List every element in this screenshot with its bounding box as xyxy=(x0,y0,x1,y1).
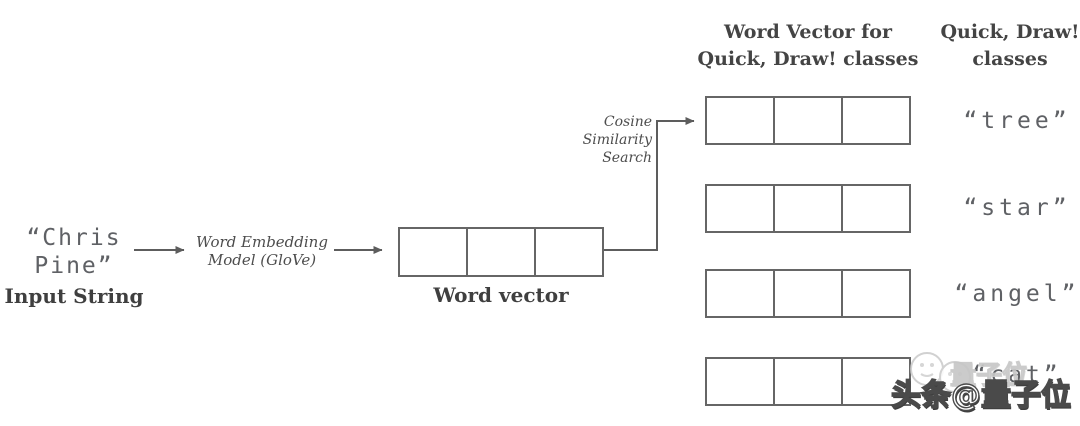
vector-cell xyxy=(775,186,843,231)
vector-cell xyxy=(400,229,468,275)
input-string-line1: “Chris xyxy=(26,225,122,251)
embedding-note-line2: Model (GloVe) xyxy=(207,251,317,269)
vector-cell xyxy=(775,271,843,316)
input-string-value: “Chris Pine” xyxy=(8,224,140,280)
input-string-line2: Pine” xyxy=(34,253,114,279)
class-label-cat: “cat” xyxy=(972,362,1062,388)
word-vector-caption: Word vector xyxy=(433,283,569,307)
vector-cell xyxy=(843,186,909,231)
header-classes-line2: classes xyxy=(972,48,1048,70)
cosine-note-line2: Similarity xyxy=(582,132,652,148)
vector-cell xyxy=(775,359,843,404)
class-vector-box-tree xyxy=(705,96,911,145)
vector-cell xyxy=(707,186,775,231)
qbitai-logo-icon xyxy=(910,352,971,393)
cosine-similarity-note: Cosine Similarity Search xyxy=(556,113,652,167)
embedding-model-note: Word Embedding Model (GloVe) xyxy=(192,233,332,269)
header-vector-line1: Word Vector for xyxy=(724,21,892,43)
vector-cell xyxy=(775,98,843,143)
class-vector-box-angel xyxy=(705,269,911,318)
header-vector-line2: Quick, Draw! classes xyxy=(697,48,919,70)
vector-cell xyxy=(843,271,909,316)
watermark-text: 头条@量子位 xyxy=(890,377,1071,413)
vector-cell xyxy=(707,98,775,143)
class-label-star: “star” xyxy=(963,195,1071,221)
input-string-caption: Input String xyxy=(4,284,144,308)
watermark-ghost-text: 量子位 xyxy=(949,361,1029,392)
header-word-vector-column: Word Vector for Quick, Draw! classes xyxy=(690,19,926,73)
vector-cell xyxy=(707,271,775,316)
class-label-tree: “tree” xyxy=(963,108,1071,134)
class-vector-box-star xyxy=(705,184,911,233)
vector-cell xyxy=(843,98,909,143)
vector-cell xyxy=(468,229,536,275)
header-classes-column: Quick, Draw! classes xyxy=(920,19,1080,73)
vector-cell xyxy=(536,229,602,275)
arrow-vector-to-classes xyxy=(604,117,695,251)
word-vector-box xyxy=(398,227,604,277)
class-label-angel: “angel” xyxy=(954,281,1080,307)
class-vector-box-cat xyxy=(705,357,911,406)
vector-cell xyxy=(707,359,775,404)
cosine-note-line3: Search xyxy=(602,150,652,166)
header-classes-line1: Quick, Draw! xyxy=(940,21,1080,43)
cosine-note-line1: Cosine xyxy=(603,114,652,130)
embedding-note-line1: Word Embedding xyxy=(196,233,328,251)
